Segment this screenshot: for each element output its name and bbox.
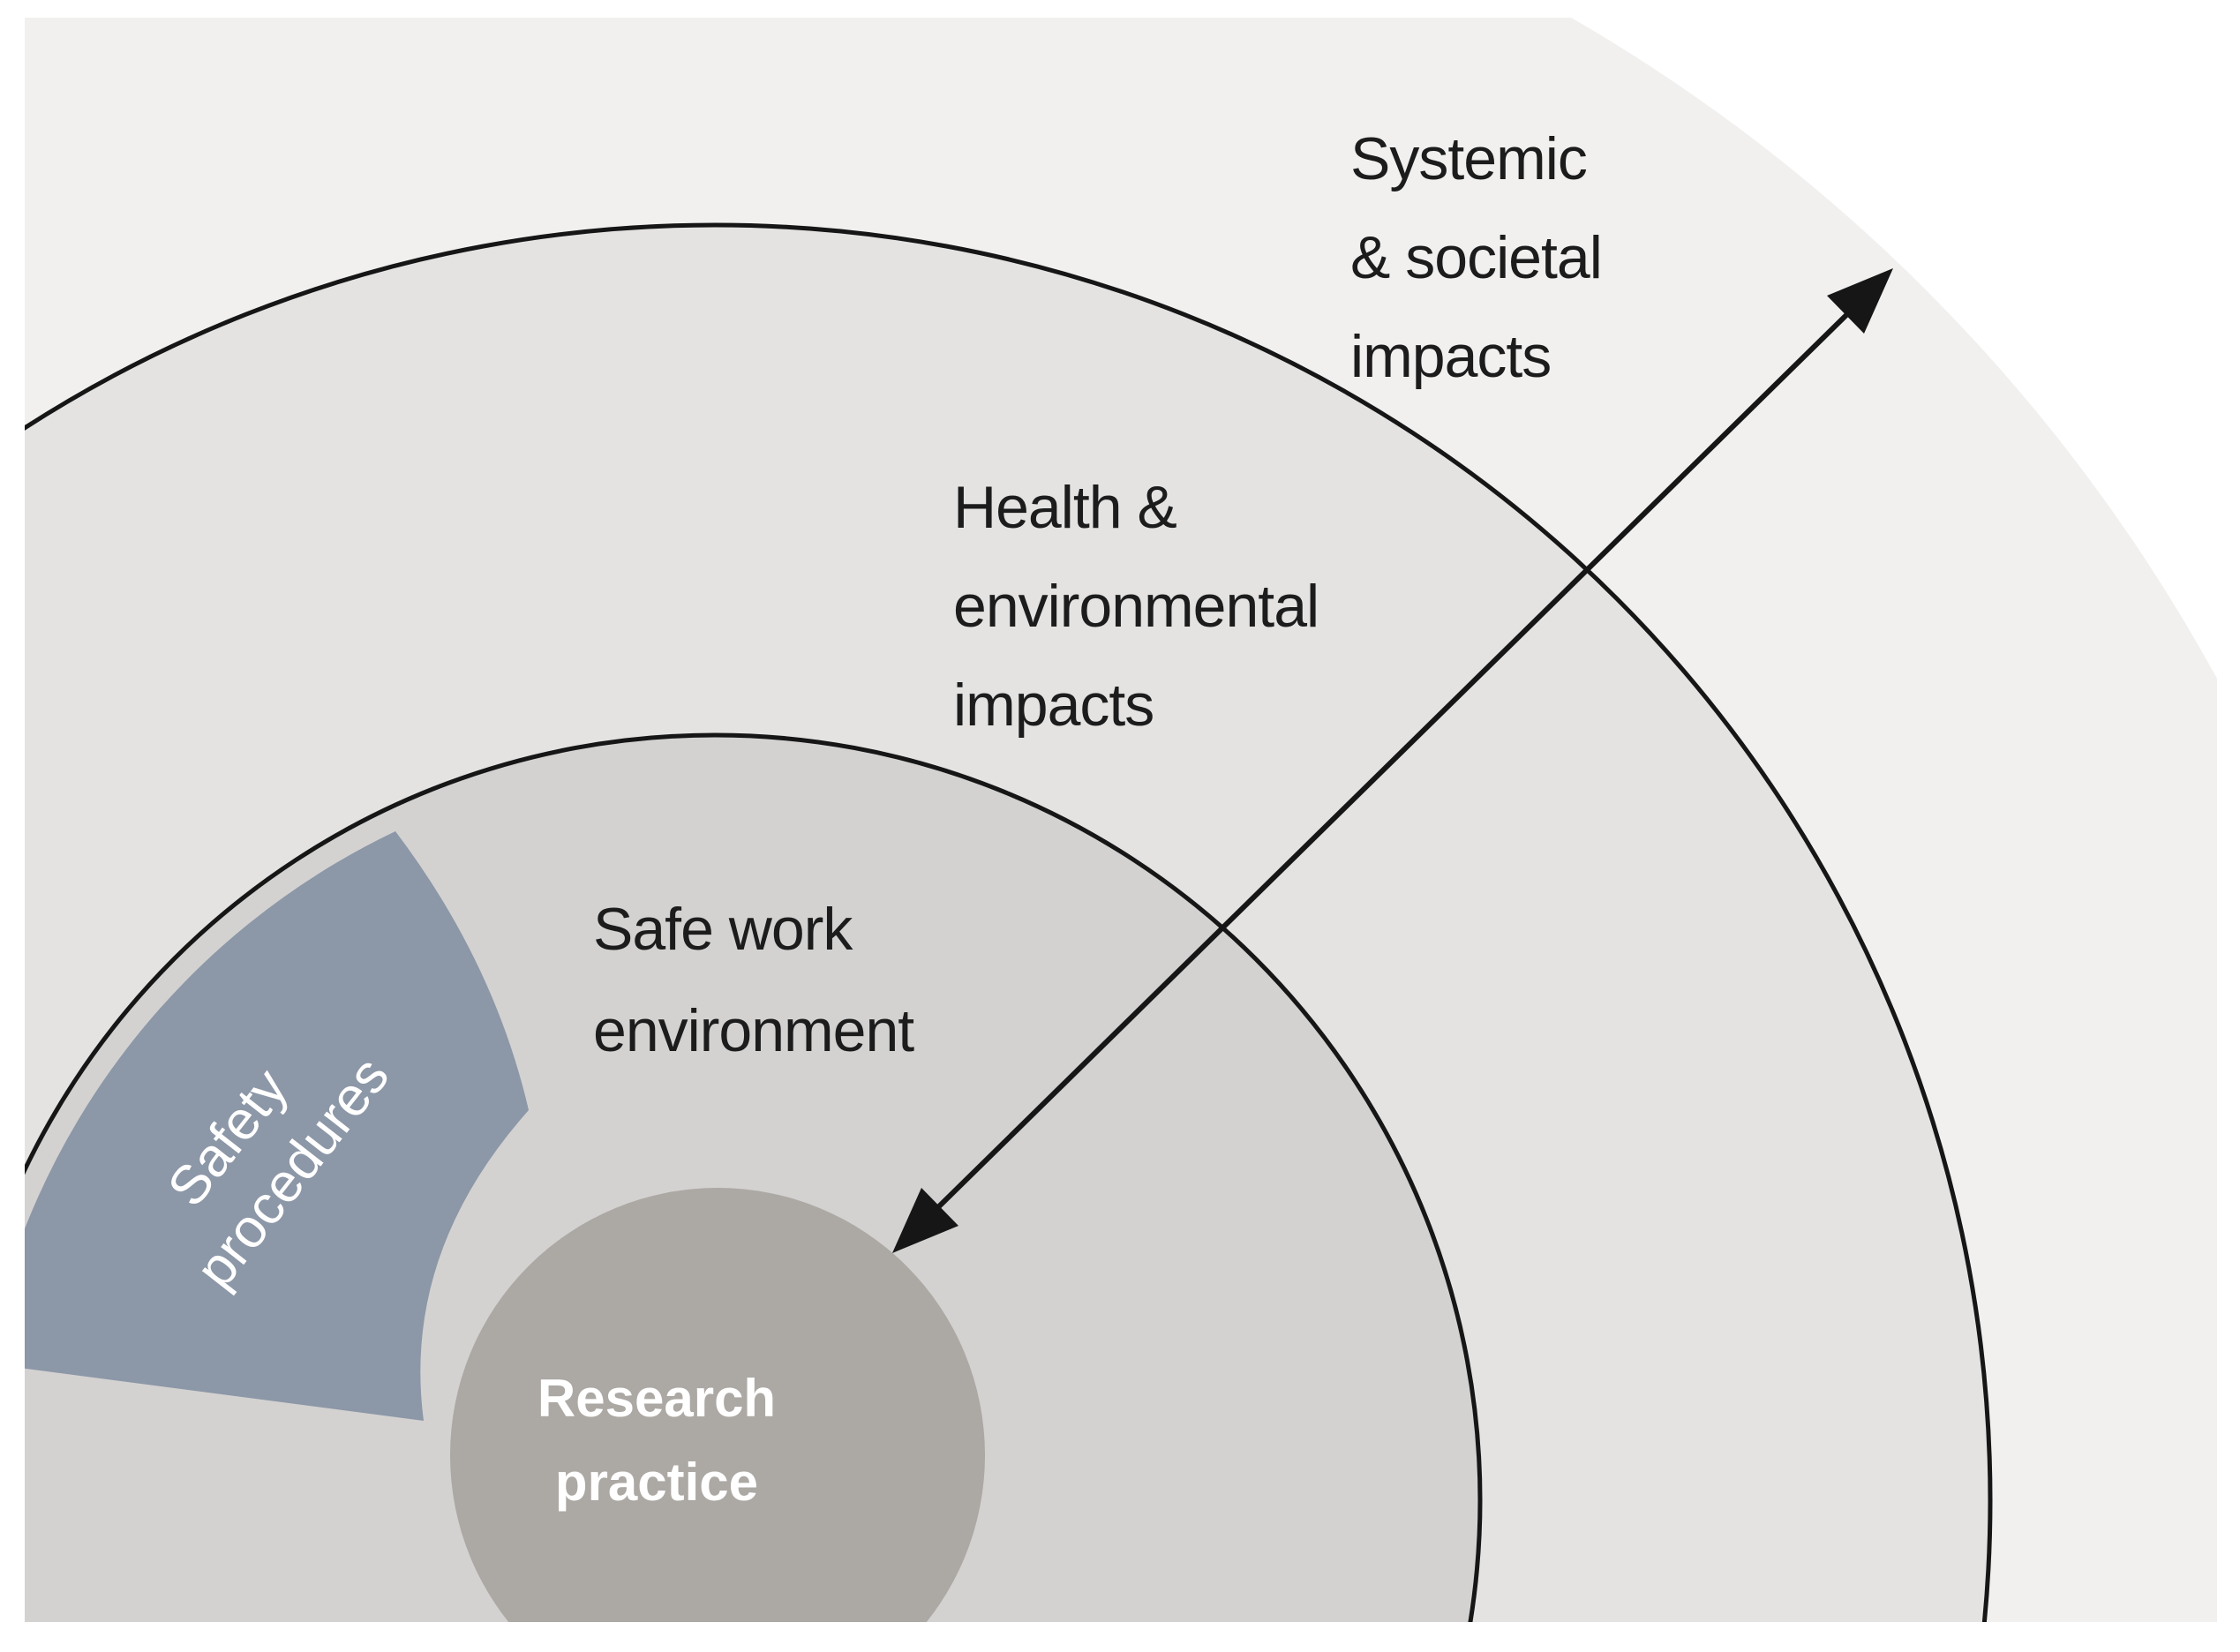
arrowhead-outward-icon xyxy=(1827,268,1893,334)
health-environmental-label-line1: Health & xyxy=(953,474,1176,541)
arrowhead-inward-icon xyxy=(892,1188,958,1253)
research-practice-circle xyxy=(450,1188,985,1622)
health-environmental-label-line3: impacts xyxy=(953,672,1154,739)
systemic-societal-label-line2: & societal xyxy=(1350,224,1602,291)
impact-arrow-line xyxy=(936,312,1849,1209)
safe-work-label-line2: environment xyxy=(593,997,914,1064)
safe-work-label-line1: Safe work xyxy=(593,896,853,963)
systemic-societal-label-line3: impacts xyxy=(1350,323,1551,390)
health-environmental-label-line2: environmental xyxy=(953,573,1319,640)
safety-procedures-wedge xyxy=(25,831,529,1421)
research-practice-label-line2: practice xyxy=(555,1453,758,1512)
systemic-societal-label-line1: Systemic xyxy=(1350,125,1587,192)
research-practice-label-line1: Research xyxy=(537,1369,776,1428)
